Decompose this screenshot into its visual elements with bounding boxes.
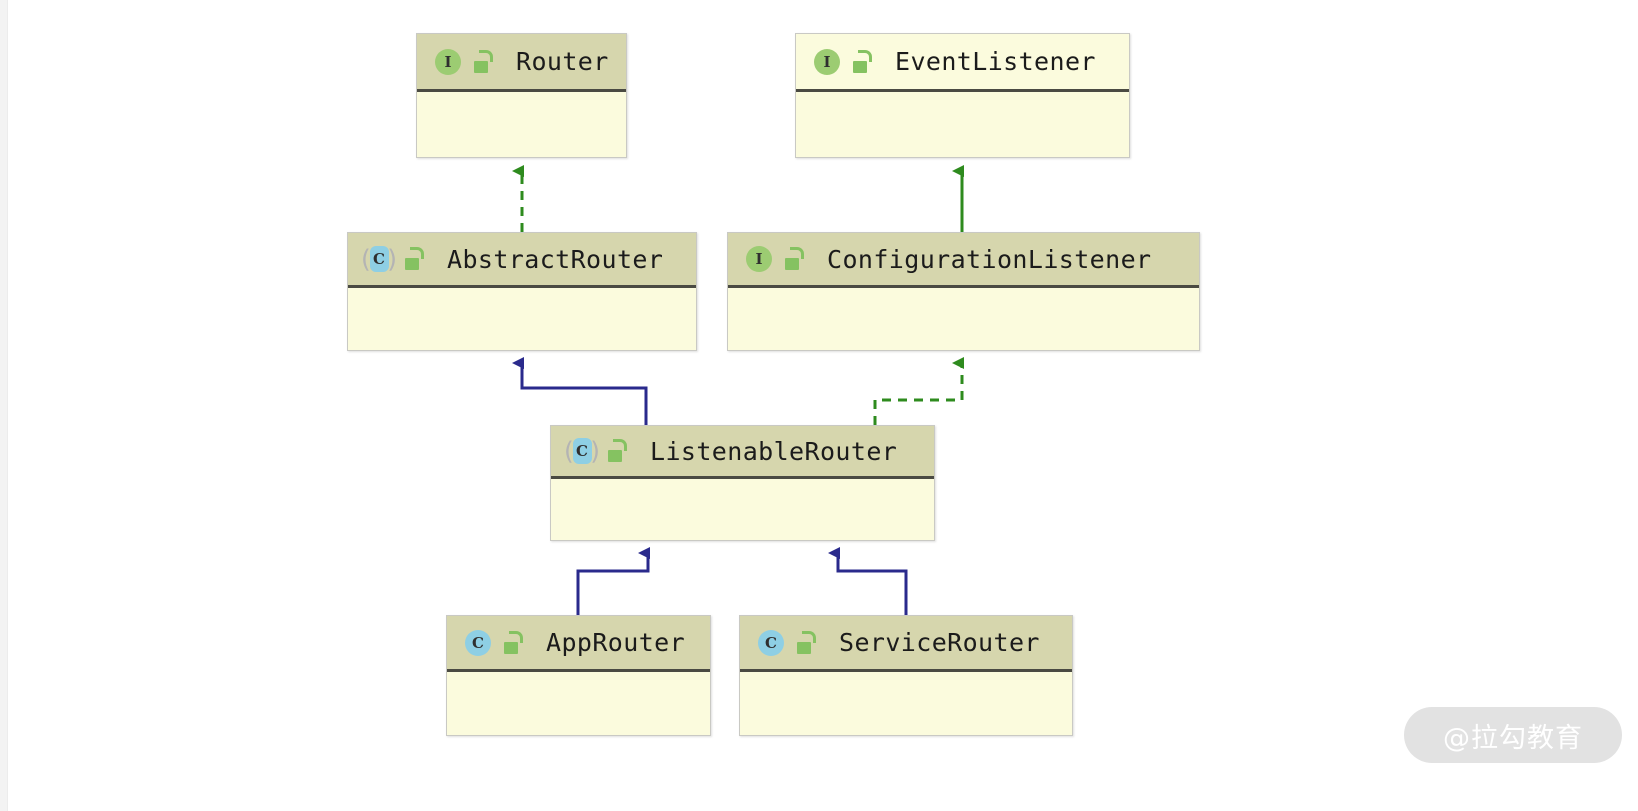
abstract-class-badge-letter: C [572,438,592,464]
open-padlock-icon [502,630,524,656]
uml-class-node-servicerouter[interactable]: C ServiceRouter [739,615,1073,736]
open-padlock-icon [472,49,494,75]
interface-badge-letter: I [435,48,461,75]
node-header-configurationlistener: I ConfigurationListener [728,233,1199,288]
node-members-eventlistener [796,92,1129,157]
node-title-listenablerouter: ListenableRouter [650,436,898,466]
class-badge-letter: C [465,629,491,656]
uml-class-node-eventlistener[interactable]: I EventListener [795,33,1130,158]
uml-class-node-configurationlistener[interactable]: I ConfigurationListener [727,232,1200,351]
node-members-approuter [447,672,710,735]
edge-listenablerouter-implements-configurationlistener [873,357,964,425]
interface-badge-icon: I [744,244,774,274]
node-header-router: I Router [417,34,626,92]
canvas-left-edge-strip [0,0,8,811]
node-members-configurationlistener [728,288,1199,350]
class-badge-icon: C [756,628,786,658]
uml-class-node-listenablerouter[interactable]: ( C ) ListenableRouter [550,425,935,541]
node-members-router [417,92,626,157]
open-padlock-icon [403,246,425,272]
uml-class-node-abstractrouter[interactable]: ( C ) AbstractRouter [347,232,697,351]
interface-badge-icon: I [433,47,463,77]
node-title-abstractrouter: AbstractRouter [447,244,664,274]
node-title-router: Router [516,47,609,76]
node-header-approuter: C AppRouter [447,616,710,672]
interface-badge-letter: I [746,246,772,272]
node-members-abstractrouter [348,288,696,350]
open-padlock-icon [795,630,817,656]
node-header-listenablerouter: ( C ) ListenableRouter [551,426,934,479]
edge-approuter-extends-listenablerouter [576,547,650,615]
node-members-listenablerouter [551,479,934,540]
interface-badge-icon: I [812,47,842,77]
abstract-class-badge-icon: ( C ) [361,244,397,274]
abstract-paren-left: ( [564,436,574,466]
class-badge-letter: C [758,629,784,656]
class-badge-icon: C [463,628,493,658]
node-title-approuter: AppRouter [546,628,686,657]
node-title-configurationlistener: ConfigurationListener [827,244,1152,274]
open-padlock-icon [851,49,873,75]
open-padlock-icon [606,438,628,464]
uml-class-node-approuter[interactable]: C AppRouter [446,615,711,736]
node-members-servicerouter [740,672,1072,735]
watermark-text: @拉勾教育 [1443,722,1583,754]
abstract-paren-right: ) [387,244,397,274]
uml-class-node-router[interactable]: I Router [416,33,627,158]
node-title-servicerouter: ServiceRouter [839,628,1040,657]
node-header-abstractrouter: ( C ) AbstractRouter [348,233,696,288]
interface-badge-letter: I [814,48,840,75]
abstract-paren-right: ) [590,436,600,466]
edge-servicerouter-extends-listenablerouter [828,547,908,615]
edge-listenablerouter-extends-abstractrouter [512,357,648,425]
watermark-badge: @拉勾教育 [1404,707,1622,763]
abstract-class-badge-letter: C [369,246,389,272]
node-header-eventlistener: I EventListener [796,34,1129,92]
abstract-class-badge-icon: ( C ) [564,436,600,466]
node-title-eventlistener: EventListener [895,47,1096,76]
node-header-servicerouter: C ServiceRouter [740,616,1072,672]
abstract-paren-left: ( [361,244,371,274]
open-padlock-icon [783,246,805,272]
